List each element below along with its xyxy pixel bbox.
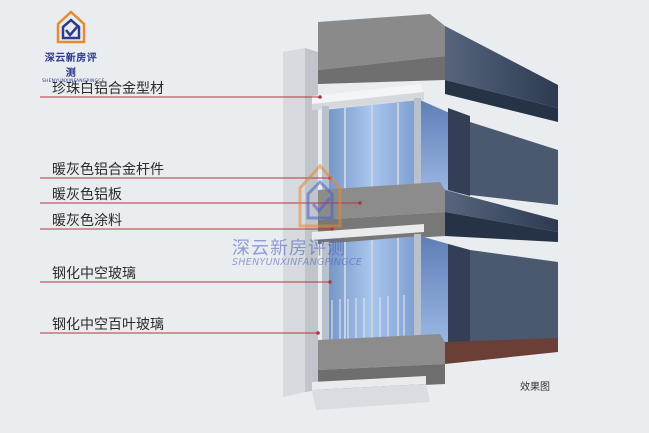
upper-glass: [322, 98, 558, 205]
leader-dot-3: [358, 201, 362, 205]
roof-slab: [318, 14, 558, 122]
bottom-slab: [312, 334, 558, 410]
brand-name: 深云新房评测: [44, 53, 98, 79]
brand-pinyin: SHENYUNXINFANGPINGCE: [42, 79, 105, 84]
watermark-pinyin: SHENYUNXINFANGPINGCE: [232, 257, 363, 268]
leader-dot-5: [328, 280, 332, 284]
lower-glass: [322, 234, 558, 346]
leader-dot-1: [318, 95, 322, 99]
middle-slab: [312, 182, 558, 244]
watermark-text: 深云新房评测: [232, 238, 346, 259]
house-watermark-icon: [298, 163, 342, 228]
image-caption: 效果图: [520, 382, 550, 393]
callout-pearl-white-profile: 珍珠白铝合金型材: [52, 81, 164, 97]
callout-warm-grey-coating: 暖灰色涂料: [52, 213, 122, 229]
pearl-white-profile: [312, 84, 424, 110]
brand-logo: 深云新房评测 SHENYUNXINFANGPINGCE: [42, 10, 105, 84]
house-logo-icon: [56, 10, 86, 44]
leader-dot-6: [316, 331, 320, 335]
callout-warm-grey-panel: 暖灰色铝板: [52, 187, 122, 203]
callout-tempered-glass: 钢化中空玻璃: [52, 266, 136, 282]
callout-louver-glass: 钢化中空百叶玻璃: [52, 317, 164, 333]
callout-warm-grey-rods: 暖灰色铝合金杆件: [52, 162, 164, 178]
leader-dot-4: [330, 227, 334, 231]
left-wall: [283, 48, 318, 397]
